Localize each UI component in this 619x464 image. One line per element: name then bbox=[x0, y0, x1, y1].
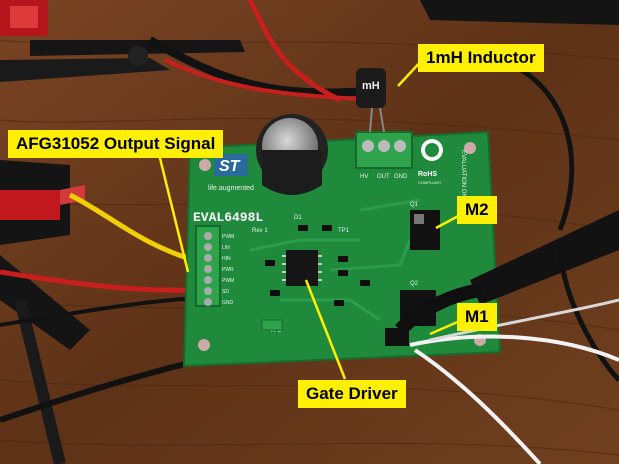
gate-driver-callout: Gate Driver bbox=[298, 380, 406, 408]
header-pin-label: PWM bbox=[222, 278, 234, 284]
header-pin-label: PWM bbox=[222, 234, 234, 240]
eval-only-text: EVALUATION ONLY bbox=[460, 150, 466, 205]
rohs-label: RoHS bbox=[418, 171, 437, 178]
board-name: EVAL6498L bbox=[193, 210, 263, 225]
silk-d1: D1 bbox=[294, 215, 302, 221]
board-rev: Rev 1 bbox=[252, 228, 268, 234]
top-right-probe bbox=[420, 0, 619, 25]
afg-callout: AFG31052 Output Signal bbox=[8, 130, 224, 158]
white-wire bbox=[409, 334, 619, 362]
terminal-gnd-label: GND bbox=[394, 174, 408, 180]
inductor-callout: 1mH Inductor bbox=[418, 44, 544, 72]
header-pin-labels: PWM LIN HIN PWR PWM SD GND bbox=[222, 234, 234, 306]
afg-pointer bbox=[156, 149, 190, 273]
st-tagline: life.augmented bbox=[208, 185, 254, 192]
header-pin-label: SD bbox=[222, 289, 229, 295]
red-lead-wire bbox=[0, 269, 201, 293]
header-pin-label: GND bbox=[222, 300, 234, 306]
pcb-traces bbox=[249, 198, 421, 322]
header-pin-label: LIN bbox=[222, 245, 230, 251]
m1-callout: M1 bbox=[457, 303, 497, 331]
inductor-marking: mH bbox=[362, 80, 380, 92]
header-pin-label: HIN bbox=[222, 256, 231, 262]
silk-tp1: TP1 bbox=[338, 228, 350, 234]
m2-callout: M2 bbox=[457, 196, 497, 224]
st-logo-text: ST bbox=[219, 158, 241, 175]
header-pin-label: PWR bbox=[222, 267, 234, 273]
silk-tp3: TP3 bbox=[270, 328, 282, 334]
yellow-wire bbox=[68, 192, 201, 265]
red-alligator-clip bbox=[0, 190, 60, 220]
silk-q2: Q2 bbox=[410, 281, 419, 287]
right-probe bbox=[470, 210, 619, 305]
gate-driver-ic bbox=[286, 250, 318, 286]
terminal-hv-label: HV bbox=[360, 174, 368, 180]
rohs-sub-label: COMPLIANT bbox=[418, 180, 442, 185]
smd-components bbox=[265, 225, 370, 306]
m1-pointer bbox=[429, 318, 463, 336]
black-probe-clip bbox=[0, 58, 170, 82]
red-wire-top bbox=[247, 0, 342, 103]
silk-q1: Q1 bbox=[410, 202, 419, 208]
terminal-out-label: OUT bbox=[377, 174, 390, 180]
gate-driver-pointer bbox=[304, 279, 347, 380]
probe-cable bbox=[148, 36, 381, 97]
st-logo bbox=[214, 154, 248, 176]
inductor bbox=[356, 68, 386, 108]
